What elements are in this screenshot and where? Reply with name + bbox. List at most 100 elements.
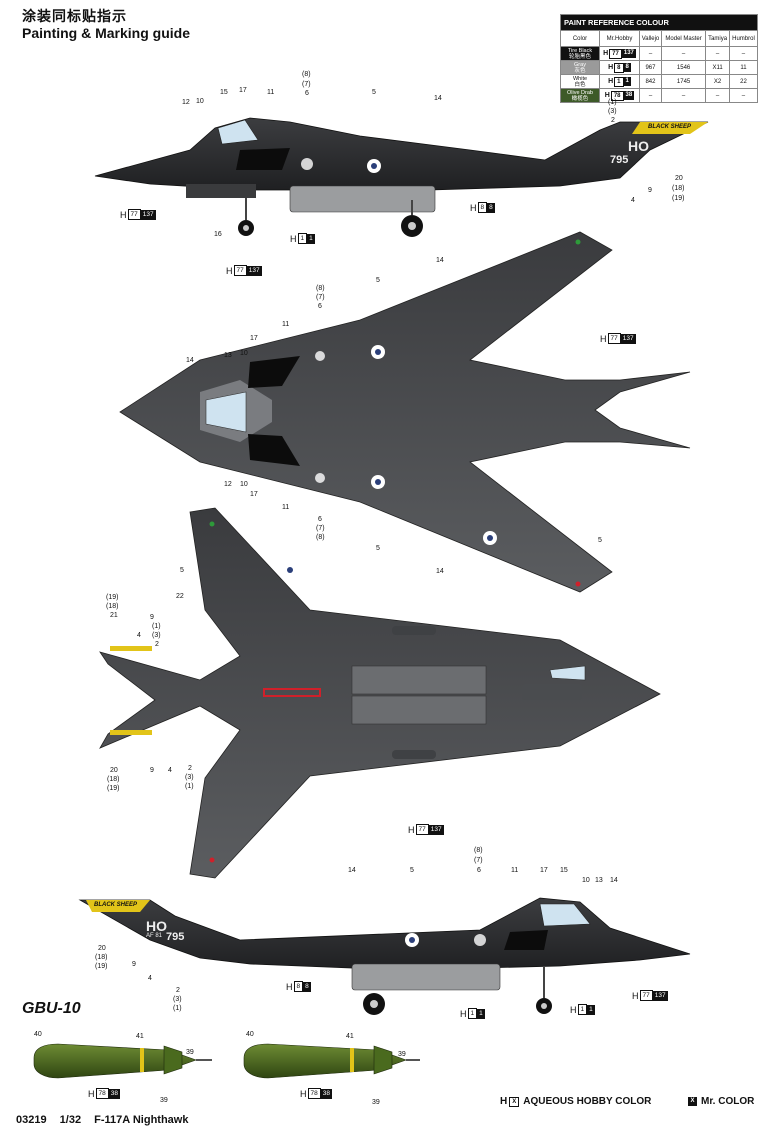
decal-20: 20 (110, 767, 118, 774)
decal-2: 2 (176, 987, 180, 994)
tamiya-code: – (705, 88, 730, 103)
decal-9: 9 (648, 187, 652, 194)
decal-8: (8) (316, 285, 325, 292)
decal-8: (8) (474, 847, 483, 854)
decal-4: 4 (148, 975, 152, 982)
decal-9: 9 (150, 614, 154, 621)
decal-3: (3) (152, 632, 161, 639)
decal-40: 40 (34, 1031, 42, 1038)
decal-5: 5 (376, 545, 380, 552)
decal-1: (1) (608, 99, 617, 106)
decal-39: 39 (186, 1049, 194, 1056)
serial-top: 795 (610, 154, 629, 166)
legend-aqueous-label: AQUEOUS HOBBY COLOR (523, 1096, 652, 1107)
decal-14: 14 (436, 257, 444, 264)
decal-22: 22 (176, 593, 184, 600)
decal-10: 10 (196, 98, 204, 105)
decal-4: 4 (168, 767, 172, 774)
kit-name: F-117A Nighthawk (94, 1114, 189, 1126)
decal-41: 41 (136, 1033, 144, 1040)
decal-11: 11 (511, 867, 519, 874)
decal-7: (7) (302, 81, 311, 88)
decal-39: 39 (398, 1051, 406, 1058)
decal-19: (19) (95, 963, 108, 970)
decal-11: 11 (282, 504, 290, 511)
decal-10: 10 (240, 481, 248, 488)
decal-19: (19) (672, 195, 685, 202)
decal-5: 5 (180, 567, 184, 574)
decal-18: (18) (107, 776, 120, 783)
decal-6: 6 (318, 303, 322, 310)
tail-code-bottom: HO (146, 918, 167, 934)
decal-7: (7) (316, 294, 325, 301)
decal-17: 17 (239, 87, 247, 94)
decal-9: 9 (150, 767, 154, 774)
decal-14: 14 (434, 95, 442, 102)
decal-18: (18) (672, 185, 685, 192)
decal-11: 11 (282, 321, 290, 328)
decal-13: 13 (224, 352, 232, 359)
decal-7: (7) (474, 857, 483, 864)
kit-scale: 1/32 (59, 1114, 82, 1126)
decal-5: 5 (376, 277, 380, 284)
legend-mr-box: X (688, 1097, 697, 1106)
decal-18: (18) (95, 954, 108, 961)
paint-reference-table: PAINT REFERENCE COLOUR Color Mr.Hobby Va… (560, 14, 759, 103)
kit-number: 03219 (16, 1114, 47, 1126)
decal-20: 20 (675, 175, 683, 182)
decal-17: 17 (250, 491, 258, 498)
decal-16: 16 (214, 231, 222, 238)
decal-39: 39 (160, 1097, 168, 1104)
legend-mr-label: Mr. COLOR (701, 1096, 755, 1107)
serial-bottom: 795 (166, 931, 185, 943)
legend-aqueous-box: X (509, 1096, 520, 1107)
humbrol-code: 22 (728, 74, 759, 89)
serial-prefix-bottom: AF 81 (146, 933, 163, 939)
decal-5: 5 (372, 89, 376, 96)
decal-17: 17 (250, 335, 258, 342)
top-view (119, 231, 691, 593)
decal-40: 40 (246, 1031, 254, 1038)
vallejo-code: – (638, 88, 662, 103)
decal-1: (1) (152, 623, 161, 630)
paint-table-title: PAINT REFERENCE COLOUR (560, 14, 758, 31)
decal-4: 4 (137, 632, 141, 639)
humbrol-code: – (728, 88, 759, 103)
title-english: Painting & Marking guide (22, 25, 191, 41)
decal-10: 10 (582, 877, 590, 884)
decal-19: (19) (106, 594, 119, 601)
decal-10: 10 (240, 350, 248, 357)
decal-21: 21 (110, 612, 118, 619)
decal-12: 12 (182, 99, 190, 106)
col-humbrol: Humbrol (728, 30, 759, 47)
decal-6: 6 (477, 867, 481, 874)
decal-5: 5 (598, 537, 602, 544)
decal-12: 12 (224, 481, 232, 488)
decal-15: 15 (560, 867, 568, 874)
decal-14: 14 (348, 867, 356, 874)
decal-6: 6 (318, 516, 322, 523)
decal-19: (19) (107, 785, 120, 792)
decal-3: (3) (185, 774, 194, 781)
decal-6: 6 (305, 90, 309, 97)
decal-15: 15 (220, 89, 228, 96)
